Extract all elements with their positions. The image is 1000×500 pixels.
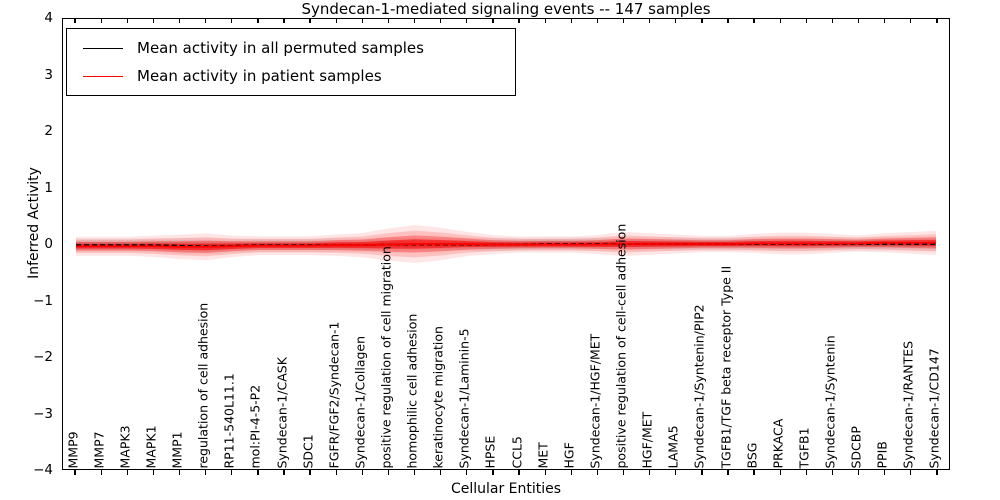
- x-tick-mark: [518, 470, 520, 475]
- x-tick-mark: [884, 18, 886, 23]
- chart-legend: Mean activity in all permuted samples Me…: [66, 28, 516, 96]
- x-tick-mark: [857, 470, 860, 475]
- legend-line-swatch-patient: [83, 75, 123, 77]
- x-tick-mark: [335, 18, 337, 23]
- x-tick-mark: [805, 470, 807, 475]
- x-tick-mark: [204, 18, 207, 23]
- legend-item[interactable]: Mean activity in patient samples: [75, 62, 505, 90]
- x-tick-mark: [309, 470, 311, 475]
- x-tick-mark: [648, 470, 651, 475]
- x-tick-mark: [805, 18, 807, 23]
- x-tick-mark: [231, 470, 233, 475]
- x-tick-mark: [361, 18, 363, 23]
- x-tick-mark: [74, 470, 76, 475]
- x-tick-mark: [936, 470, 938, 475]
- x-tick-mark: [492, 18, 494, 23]
- x-tick-mark: [152, 470, 155, 475]
- x-tick-mark: [570, 470, 572, 475]
- y-tick-label: −3: [33, 405, 53, 422]
- x-tick-mark: [857, 18, 860, 23]
- x-tick-mark: [231, 18, 233, 23]
- x-tick-mark: [622, 18, 625, 23]
- x-tick-mark: [910, 18, 912, 23]
- x-tick-mark: [100, 18, 102, 23]
- y-tick-label: −1: [33, 292, 53, 309]
- x-tick-mark: [544, 18, 546, 23]
- x-tick-mark: [466, 18, 468, 23]
- x-tick-mark: [440, 470, 442, 475]
- x-tick-mark: [753, 470, 755, 475]
- x-tick-mark: [831, 470, 834, 475]
- x-tick-mark: [596, 18, 599, 23]
- x-tick-mark: [596, 470, 599, 475]
- y-tick-label: −4: [33, 462, 53, 478]
- x-tick-mark: [466, 470, 468, 475]
- x-tick-mark: [518, 18, 520, 23]
- y-tick-label: 2: [44, 123, 53, 139]
- x-tick-mark: [779, 470, 781, 475]
- x-tick-mark: [387, 18, 390, 23]
- x-tick-mark: [126, 470, 128, 475]
- x-tick-mark: [936, 18, 938, 23]
- x-tick-mark: [204, 470, 207, 475]
- legend-line-swatch-permuted: [83, 47, 123, 49]
- x-tick-mark: [492, 470, 494, 475]
- x-tick-mark: [701, 470, 703, 475]
- x-tick-mark: [440, 18, 442, 23]
- x-tick-mark: [178, 470, 181, 475]
- x-tick-mark: [675, 18, 677, 23]
- legend-item[interactable]: Mean activity in all permuted samples: [75, 34, 505, 62]
- x-tick-mark: [413, 470, 416, 475]
- x-tick-mark: [727, 470, 729, 475]
- x-tick-mark: [570, 18, 572, 23]
- x-tick-mark: [413, 18, 416, 23]
- x-tick-mark: [335, 470, 337, 475]
- x-tick-mark: [74, 18, 76, 23]
- legend-label-permuted: Mean activity in all permuted samples: [137, 39, 424, 57]
- x-tick-mark: [100, 470, 102, 475]
- y-tick-label: 4: [44, 10, 53, 26]
- x-tick-mark: [727, 18, 729, 23]
- x-tick-mark: [178, 18, 181, 23]
- x-axis-label: Cellular Entities: [450, 481, 562, 497]
- x-tick-mark: [126, 18, 128, 23]
- x-tick-mark: [152, 18, 155, 23]
- x-tick-mark: [622, 470, 625, 475]
- x-tick-mark: [283, 18, 285, 23]
- x-tick-mark: [309, 18, 311, 23]
- x-tick-mark: [361, 470, 363, 475]
- y-tick-label: 0: [44, 236, 53, 252]
- chart-title: Syndecan-1-mediated signaling events -- …: [301, 0, 711, 18]
- x-tick-mark: [544, 470, 546, 475]
- x-tick-mark: [910, 470, 912, 475]
- x-tick-mark: [675, 470, 677, 475]
- x-tick-mark: [257, 18, 259, 23]
- x-tick-mark: [831, 18, 834, 23]
- x-tick-mark: [701, 18, 703, 23]
- y-tick-label: 3: [44, 66, 53, 83]
- y-tick-label: 1: [44, 179, 53, 196]
- x-tick-mark: [257, 470, 259, 475]
- x-tick-mark: [283, 470, 285, 475]
- x-tick-mark: [648, 18, 651, 23]
- x-tick-mark: [387, 470, 390, 475]
- x-tick-mark: [753, 18, 755, 23]
- x-tick-mark: [779, 18, 781, 23]
- y-tick-label: −2: [33, 349, 53, 365]
- legend-label-patient: Mean activity in patient samples: [137, 67, 382, 85]
- series-line: [76, 242, 936, 248]
- x-tick-mark: [884, 470, 886, 475]
- data-series-canvas: [76, 225, 936, 263]
